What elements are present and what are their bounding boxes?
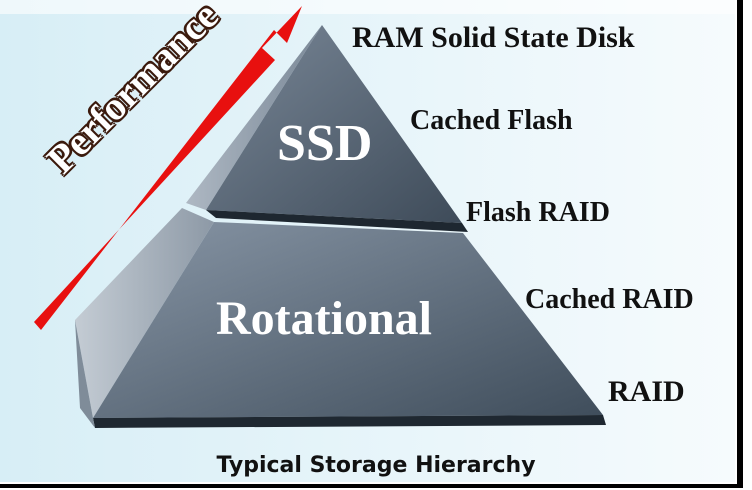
tier-label-rotational: Rotational <box>216 292 432 345</box>
ssd-top-bottom-edge <box>206 210 468 232</box>
rotational-bottom-slab <box>93 415 606 428</box>
layer-label-cached-raid: Cached RAID <box>525 284 694 315</box>
light-margin-top <box>0 0 735 14</box>
right-frame-bar <box>737 0 743 488</box>
performance-arrow-icon <box>34 6 302 330</box>
layer-label-flash-raid: Flash RAID <box>466 197 610 228</box>
layer-label-cached-flash: Cached Flash <box>410 105 573 136</box>
ssd-top-front-face <box>206 25 462 223</box>
layer-label-ram-ssd: RAM Solid State Disk <box>352 21 635 54</box>
bottom-frame-bar <box>0 484 743 488</box>
rotational-left-face <box>75 208 214 418</box>
rotational-left-edge <box>75 320 95 428</box>
ssd-top-left-face <box>186 25 322 210</box>
layer-label-raid: RAID <box>608 375 685 408</box>
tier-label-ssd: SSD <box>277 115 373 172</box>
rotational-front-face <box>93 222 603 418</box>
diagram-caption: Typical Storage Hierarchy <box>216 453 536 478</box>
